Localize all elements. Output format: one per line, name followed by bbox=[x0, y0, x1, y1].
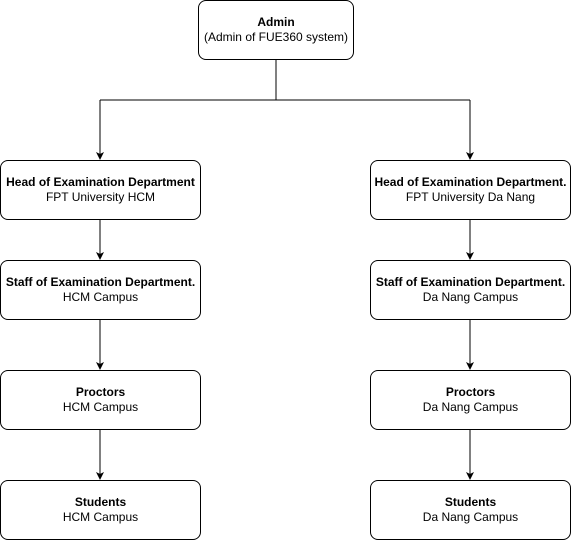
node-head-hcm-title: Head of Examination Department bbox=[6, 175, 195, 189]
node-admin[interactable]: Admin (Admin of FUE360 system) bbox=[198, 0, 354, 60]
node-head-dn-subtitle: FPT University Da Nang bbox=[405, 190, 536, 204]
node-proctors-dn-title: Proctors bbox=[445, 385, 496, 399]
node-staff-hcm-title: Staff of Examination Department. bbox=[5, 275, 196, 289]
node-staff-dn[interactable]: Staff of Examination Department. Da Nang… bbox=[370, 260, 571, 320]
node-head-hcm-subtitle: FPT University HCM bbox=[45, 190, 156, 204]
node-staff-hcm[interactable]: Staff of Examination Department. HCM Cam… bbox=[0, 260, 201, 320]
node-staff-dn-title: Staff of Examination Department. bbox=[375, 275, 566, 289]
node-students-hcm-subtitle: HCM Campus bbox=[62, 510, 139, 524]
node-admin-title: Admin bbox=[257, 15, 295, 29]
node-staff-hcm-subtitle: HCM Campus bbox=[62, 290, 139, 304]
node-students-hcm[interactable]: Students HCM Campus bbox=[0, 480, 201, 540]
node-head-hcm[interactable]: Head of Examination Department FPT Unive… bbox=[0, 160, 201, 220]
node-admin-subtitle: (Admin of FUE360 system) bbox=[203, 30, 349, 44]
node-proctors-hcm-title: Proctors bbox=[75, 385, 126, 399]
node-students-hcm-title: Students bbox=[74, 495, 127, 509]
node-students-dn-title: Students bbox=[444, 495, 497, 509]
node-students-dn-subtitle: Da Nang Campus bbox=[422, 510, 519, 524]
node-head-dn-title: Head of Examination Department. bbox=[374, 175, 567, 189]
node-staff-dn-subtitle: Da Nang Campus bbox=[422, 290, 519, 304]
node-students-dn[interactable]: Students Da Nang Campus bbox=[370, 480, 571, 540]
node-proctors-hcm-subtitle: HCM Campus bbox=[62, 400, 139, 414]
node-head-dn[interactable]: Head of Examination Department. FPT Univ… bbox=[370, 160, 571, 220]
node-proctors-hcm[interactable]: Proctors HCM Campus bbox=[0, 370, 201, 430]
node-proctors-dn[interactable]: Proctors Da Nang Campus bbox=[370, 370, 571, 430]
node-proctors-dn-subtitle: Da Nang Campus bbox=[422, 400, 519, 414]
